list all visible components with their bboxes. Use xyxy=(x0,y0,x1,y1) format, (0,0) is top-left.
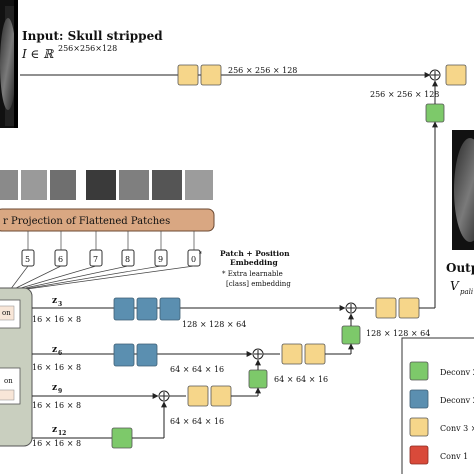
projection-bar xyxy=(0,208,215,232)
row4-green-block xyxy=(111,427,133,449)
svg-text:9: 9 xyxy=(58,388,62,395)
output-label: Outp xyxy=(446,261,474,275)
row2-dims: 64 × 64 × 16 xyxy=(170,365,224,374)
input-title: Input: Skull stripped xyxy=(22,29,163,43)
token-8: 8 xyxy=(125,255,130,264)
token-6: 6 xyxy=(58,255,63,264)
z6-dims: 16 × 16 × 8 xyxy=(32,363,81,372)
row2-yellow-blocks xyxy=(281,343,326,365)
z3-label: z xyxy=(52,296,57,306)
embedding-note-2: [class] embedding xyxy=(226,280,291,288)
patch-thumbnails xyxy=(0,170,213,200)
input-symbol: I ∈ ℝ xyxy=(21,47,54,61)
row1-right-dims: 128 × 128 × 64 xyxy=(366,329,430,338)
row1-blue-blocks xyxy=(113,297,181,321)
top-dims-label: 256 × 256 × 128 xyxy=(228,66,297,75)
z9-label: z xyxy=(52,383,57,393)
embedding-title-2: Embedding xyxy=(230,258,278,267)
token-0: 0 xyxy=(191,255,196,264)
output-symbol: V xyxy=(450,279,460,293)
token-row xyxy=(21,249,201,267)
projection-label: r Projection of Flattened Patches xyxy=(3,216,170,227)
svg-text:12: 12 xyxy=(58,430,66,437)
z12-dims: 16 × 16 × 8 xyxy=(32,439,81,448)
top-right-green-block xyxy=(425,103,445,123)
row2-green-block xyxy=(248,369,268,389)
row1-dims: 128 × 128 × 64 xyxy=(182,320,246,329)
input-dims: 256×256×128 xyxy=(58,44,117,53)
z6-label: z xyxy=(52,345,57,355)
z12-label: z xyxy=(52,425,57,435)
legend-label-4: Conv 1 xyxy=(440,452,468,461)
input-mri-stack xyxy=(0,0,18,128)
top-right-dims: 256 × 256 × 128 xyxy=(370,90,439,99)
legend-swatch-deconv-green xyxy=(409,361,429,381)
output-symbol-sub: pali xyxy=(460,288,473,296)
row1-yellow-blocks xyxy=(375,297,420,319)
row3-yellow-blocks xyxy=(187,385,232,407)
legend-label-3: Conv 3 × xyxy=(440,424,474,433)
row2-right-dims: 64 × 64 × 16 xyxy=(274,375,328,384)
z3-dims: 16 × 16 × 8 xyxy=(32,315,81,324)
legend-swatch-conv3 xyxy=(409,417,429,437)
row1-green-block xyxy=(341,325,361,345)
top-yellow-blocks xyxy=(177,64,222,86)
token-9: 9 xyxy=(158,255,163,264)
row3-dims: 64 × 64 × 16 xyxy=(170,417,224,426)
legend-label-1: Deconv 2 xyxy=(440,368,474,377)
legend-swatch-deconv-blue xyxy=(409,389,429,409)
encoder-label-top: on xyxy=(2,309,11,317)
z9-dims: 16 × 16 × 8 xyxy=(32,401,81,410)
token-star: * xyxy=(199,251,202,258)
embedding-note-1: * Extra learnable xyxy=(222,270,283,278)
legend-swatch-conv1 xyxy=(409,445,429,465)
svg-text:3: 3 xyxy=(58,301,62,308)
embedding-title-1: Patch + Position xyxy=(220,249,290,258)
top-right-yellow-block xyxy=(445,64,467,86)
legend-label-2: Deconv 2 xyxy=(440,396,474,405)
output-mri xyxy=(452,130,474,250)
row2-blue-blocks xyxy=(113,343,158,367)
token-7: 7 xyxy=(93,255,98,264)
token-connectors xyxy=(9,231,195,291)
token-5: 5 xyxy=(25,255,30,264)
encoder-label-mid: on xyxy=(4,377,13,385)
